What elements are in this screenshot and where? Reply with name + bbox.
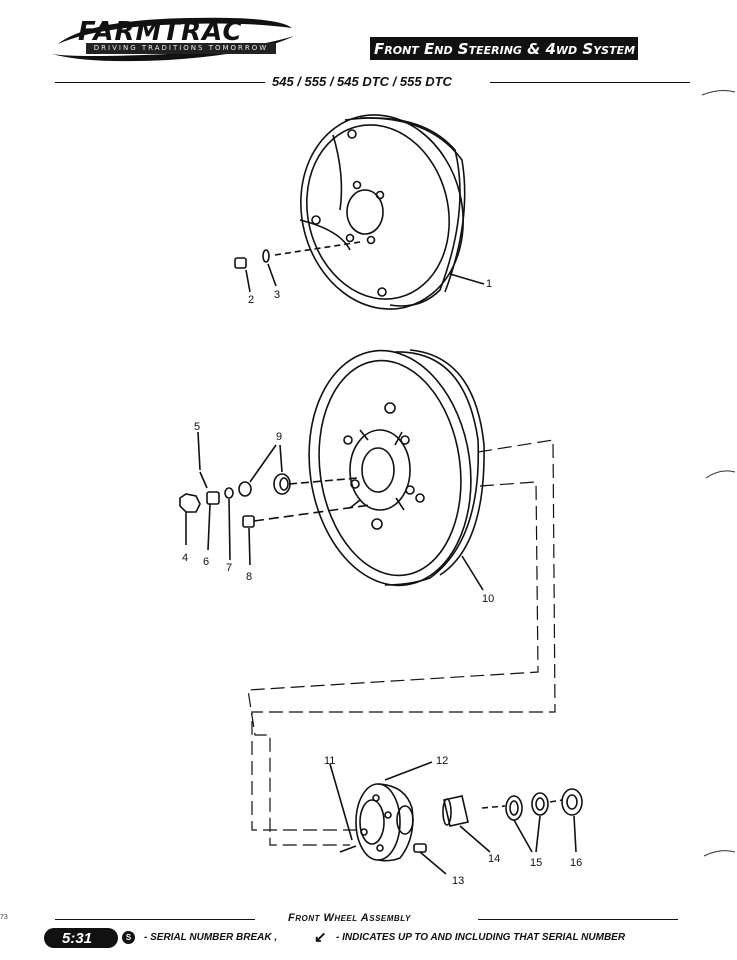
page-number-badge [44,928,118,948]
binder-hole-mark [705,470,736,479]
callout-9: 9 [276,431,282,443]
legend-serial-break: - SERIAL NUMBER BREAK , [144,932,278,943]
callout-12: 12 [436,755,448,767]
up-to-arrow-icon: ↙ [314,929,327,946]
callout-15: 15 [530,857,542,869]
cap-part-16 [561,788,583,816]
hub-hardware-parts-4-9 [179,431,371,566]
callout-4: 4 [182,552,188,564]
serial-break-icon: S [122,931,135,944]
brand-tagline: DRIVING TRADITIONS TOMORROW [86,43,276,54]
leader-15 [513,815,541,853]
leader-14 [459,825,491,853]
assembly-title: Front Wheel Assembly [288,912,411,924]
nut-and-washer-parts-2-3 [234,241,361,293]
leader-12 [384,761,433,781]
stud-part-11 [339,845,357,853]
leader-1 [449,273,485,285]
section-title: Front End Steering & 4wd System [374,40,636,58]
legend-up-to-serial: - INDICATES UP TO AND INCLUDING THAT SER… [336,932,626,943]
leader-16 [573,815,577,853]
wheel-hub-part-12 [355,783,414,862]
callout-16: 16 [570,857,582,869]
assembly-path-inner [247,481,539,846]
binder-hole-mark [701,90,736,96]
bearing-parts-15 [505,792,549,821]
wheel-rim-part-1 [299,114,466,310]
callout-5: 5 [194,421,200,433]
callout-11: 11 [324,755,335,767]
model-list: 545 / 555 / 545 DTC / 555 DTC [272,74,452,89]
callout-8: 8 [246,571,252,583]
header-rule-right [490,82,690,83]
footer-rule-right [478,919,678,920]
seal-part-14 [442,795,469,827]
footer-rule-left [55,919,255,920]
brand-name: FARMTRAC [78,17,243,47]
leader-10 [461,555,484,591]
callout-7: 7 [226,562,232,574]
section-title-banner [370,37,638,60]
callout-13: 13 [452,875,464,887]
front-wheel-part-10 [308,349,485,587]
callout-1: 1 [486,278,492,290]
callout-14: 14 [488,853,500,865]
bolt-part-13 [413,843,447,875]
page-number: 5:31 [62,930,93,947]
assembly-path-outer [251,439,556,831]
margin-number: 73 [0,914,8,921]
callout-2: 2 [248,294,254,306]
header-rule-left [55,82,265,83]
callout-6: 6 [203,556,209,568]
callout-10: 10 [482,593,494,605]
binder-hole-mark [703,850,736,857]
leader-11 [329,763,353,841]
callout-3: 3 [274,289,280,301]
